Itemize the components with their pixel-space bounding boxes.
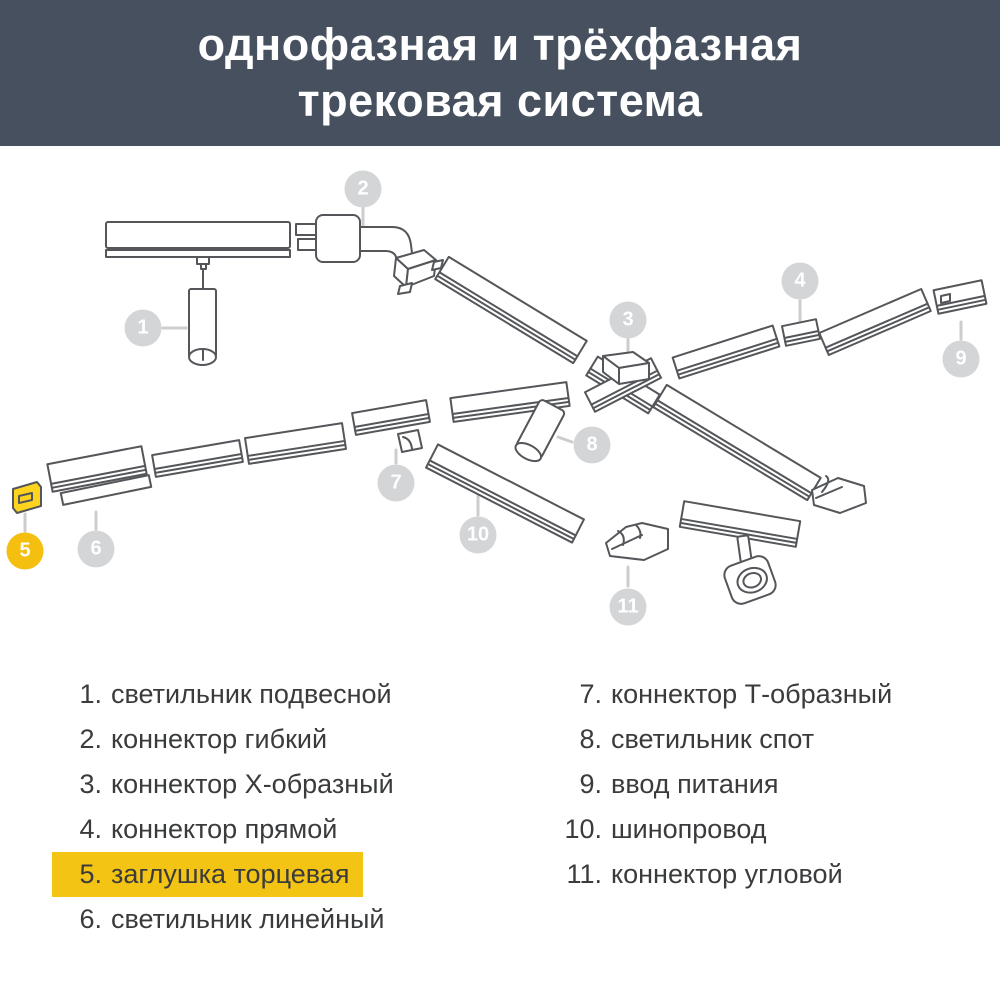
track-channel-line [155,458,242,473]
callout-badge-4: 4 [781,262,819,300]
legend-item-label: коннектор прямой [111,814,338,844]
legend-item-label: ввод питания [611,769,779,799]
pendant-light-drawing [106,222,290,365]
legend-item-3: 3. коннектор Х-образный [52,762,394,807]
track-channel-line [453,398,569,414]
track-channel-line [428,464,574,539]
track-channel-line [51,466,145,484]
spot-light-drawing [513,399,566,465]
legend-item-number: 7. [579,679,602,709]
page-title-line1: однофазная и трёхфазная [197,19,803,71]
track-channel-line [355,418,429,431]
callout-badge-11: 11 [609,588,647,626]
legend-column-left: 1. светильник подвесной 2. коннектор гиб… [52,672,394,942]
corner-connector-drawing [606,523,668,560]
legend-item-label: светильник линейный [111,904,385,934]
track-channel-line [680,523,796,543]
legend-item-number: 9. [579,769,602,799]
callout-badge-10: 10 [459,516,497,554]
legend-item-label: коннектор Т-образный [611,679,893,709]
legend-item-5-highlighted: 5. заглушка торцевая [52,852,364,897]
track-channel-line [52,470,146,488]
callout-badge-1: 1 [124,309,162,347]
legend-item-8: 8. светильник спот [544,717,814,762]
track-channel-line [678,343,778,375]
track-channel-line [826,304,928,348]
legend-item-label: коннектор Х-образный [111,769,394,799]
track-channel-line [784,331,818,338]
track-channel-line [785,335,819,342]
track-channel-line [677,339,777,371]
callout-badge-3: 3 [609,301,647,339]
track-channel-line [355,414,429,427]
callout-badge-9: 9 [942,340,980,378]
legend-item-number: 2. [79,724,102,754]
legend-item-4: 4. коннектор прямой [52,807,337,852]
legend-item-number: 10. [564,814,602,844]
legend-item-number: 6. [79,904,102,934]
flexible-connector-drawing [296,215,443,294]
end-cap-drawing [13,482,41,513]
legend-item-number: 4. [79,814,102,844]
x-connector-hub-drawing [603,352,649,384]
legend-item-label: светильник спот [611,724,815,754]
track-channel-line [827,307,929,351]
page-title-line2: трековая система [297,75,703,126]
legend-item-7: 7. коннектор Т-образный [544,672,892,717]
part-details [13,215,950,607]
legend-column-right: 7. коннектор Т-образный 8. светильник сп… [544,672,892,897]
legend-item-number: 5. [79,859,102,889]
callout-badge-5-highlighted: 5 [6,532,44,570]
legend-item-1: 1. светильник подвесной [52,672,392,717]
legend-item-number: 3. [79,769,102,799]
track-channel-line [439,272,577,356]
diagram-canvas [0,145,1000,675]
header-banner: однофазная и трёхфазная трековая система [0,0,1000,146]
legend-item-label: заглушка торцевая [111,859,350,889]
track-channel-line [248,441,345,456]
leader-lines [25,208,961,586]
legend-item-label: коннектор гибкий [111,724,328,754]
legend-item-label: коннектор угловой [611,859,843,889]
track-spot-drawing [722,535,779,606]
legend-item-number: 1. [79,679,102,709]
track-channel-line [430,460,576,535]
track-channel-line [155,454,242,469]
legend-item-2: 2. коннектор гибкий [52,717,327,762]
track-channel-line [437,276,575,360]
leader-line [558,437,572,442]
callout-badge-6: 6 [77,530,115,568]
track-channel-line [657,400,811,493]
track-channel-line [938,300,986,310]
callout-badge-8: 8 [573,426,611,464]
track-segment [819,289,931,355]
track-segment [782,319,820,346]
track-channel-line [937,296,985,306]
track-segment [61,475,151,505]
legend-item-10: 10. шинопровод [544,807,767,852]
legend-item-label: светильник подвесной [111,679,392,709]
track-channel-line [248,445,345,460]
legend-item-9: 9. ввод питания [544,762,778,807]
track-segments [47,257,986,547]
corner-piece-right-drawing [812,476,866,513]
legend-item-label: шинопровод [611,814,767,844]
legend-item-number: 11. [566,859,602,889]
track-channel-line [681,519,797,539]
legend-item-11: 11. коннектор угловой [544,852,843,897]
callout-badge-7: 7 [377,464,415,502]
power-feed-notch [941,294,950,303]
track-channel-line [655,404,809,497]
t-connector-stem-drawing [398,430,422,452]
legend-item-6: 6. светильник линейный [52,897,384,942]
callout-badge-2: 2 [344,170,382,208]
legend-item-number: 8. [579,724,602,754]
